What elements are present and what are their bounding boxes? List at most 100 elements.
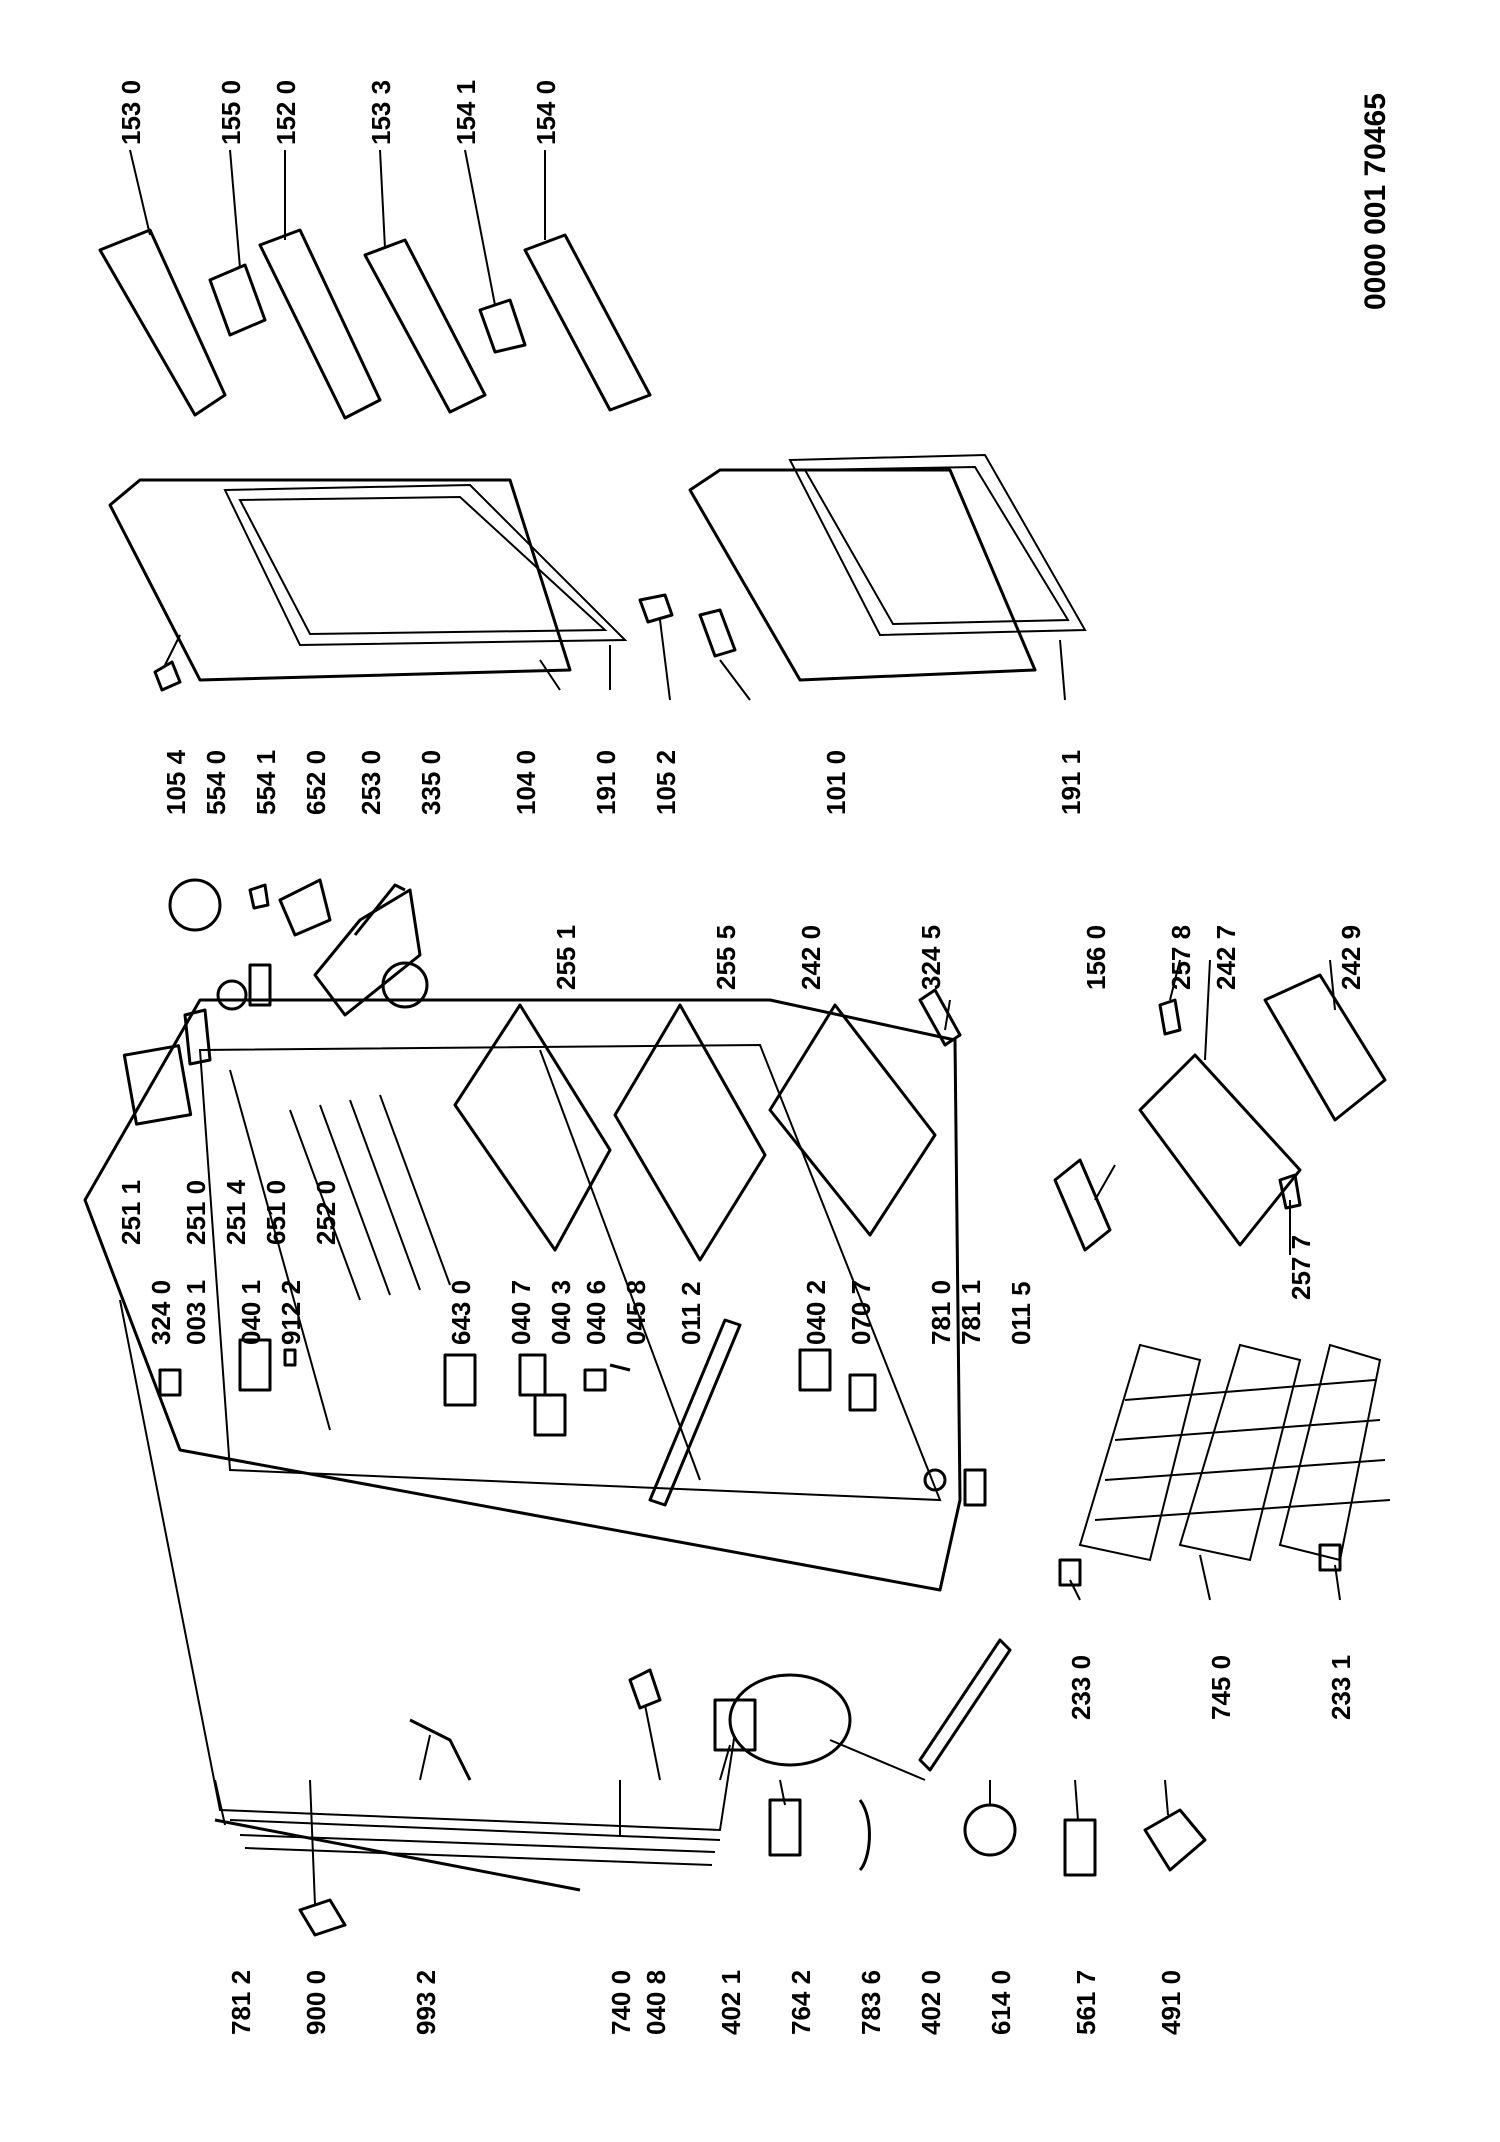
- door-bin-153-0: [98, 228, 227, 417]
- support-233-0: [1058, 1558, 1082, 1587]
- thermostat-651-0: [248, 963, 272, 1007]
- upper-door-inner-frame: [238, 495, 608, 636]
- support-233-1: [1318, 1543, 1342, 1572]
- label-040-7: 040 7: [506, 1280, 536, 1345]
- doors-group: [108, 453, 1087, 692]
- label-912-2: 912 2: [276, 1280, 306, 1345]
- lower-door-gasket-191-1: [788, 453, 1087, 637]
- shelves-group: [453, 973, 1387, 1262]
- part-040-1: [238, 1338, 272, 1392]
- label-781-2: 781 2: [226, 1970, 256, 2035]
- control-housing-252-0: [313, 888, 422, 1017]
- cabinet-shelf-lines: [289, 1094, 451, 1301]
- label-156-0: 156 0: [1081, 925, 1111, 990]
- label-257-7: 257 7: [1286, 1235, 1316, 1300]
- bulb-251-4: [216, 979, 248, 1011]
- switch-652-0: [278, 878, 332, 937]
- cover-491-0: [1143, 1808, 1207, 1872]
- cabinet-group: [83, 998, 1012, 1866]
- part-040-7: [518, 1353, 547, 1397]
- wire-shelf-2: [1178, 1343, 1302, 1562]
- egg-tray-155-0: [208, 263, 267, 337]
- rail-011-2: [648, 1318, 742, 1507]
- part-040-3: [533, 1393, 567, 1437]
- label-105-4: 105 4: [161, 749, 191, 815]
- control-group: [122, 878, 429, 1126]
- label-040-6: 040 6: [581, 1280, 611, 1345]
- part-781-0: [923, 1468, 947, 1492]
- label-154-1: 154 1: [451, 80, 481, 145]
- lower-door-101-0: [688, 468, 1037, 682]
- label-251-0: 251 0: [181, 1180, 211, 1245]
- small-parts-group: [158, 1338, 987, 1507]
- cable-253-0: [353, 883, 406, 936]
- label-040-8: 040 8: [641, 1970, 671, 2035]
- label-251-4: 251 4: [221, 1179, 251, 1245]
- label-242-7: 242 7: [1211, 925, 1241, 990]
- label-233-1: 233 1: [1326, 1655, 1356, 1720]
- label-252-0: 252 0: [311, 1180, 341, 1245]
- label-253-0: 253 0: [356, 750, 386, 815]
- upper-door-gasket-191-0: [223, 483, 628, 647]
- door-hinge-105-2a: [638, 593, 674, 624]
- label-101-0: 101 0: [821, 750, 851, 815]
- label-781-0: 781 0: [926, 1280, 956, 1345]
- label-993-2: 993 2: [411, 1970, 441, 2035]
- lower-door-inner-frame: [803, 465, 1070, 626]
- part-643-0: [443, 1353, 477, 1407]
- clamp-900-0: [298, 1898, 347, 1937]
- label-152-0: 152 0: [271, 80, 301, 145]
- label-242-0: 242 0: [796, 925, 826, 990]
- compressor-402-0: [728, 1673, 852, 1767]
- cabinet-front-frame: [198, 1043, 942, 1502]
- filter-764-2: [768, 1798, 802, 1857]
- door-bin-154-0: [523, 233, 652, 412]
- label-105-2: 105 2: [651, 750, 681, 815]
- rear-panel: [119, 1299, 741, 1832]
- bin-clip-154-1: [478, 298, 527, 354]
- door-bins-group: [98, 228, 652, 420]
- door-hinge-105-2b: [698, 608, 737, 658]
- label-764-2: 764 2: [786, 1970, 816, 2035]
- label-554-1: 554 1: [251, 750, 281, 815]
- bracket-554-1: [248, 883, 270, 910]
- drawer-flap-324-5: [918, 988, 962, 1047]
- relay-402-1: [713, 1698, 757, 1752]
- loose-parts-group: [214, 1798, 1207, 1937]
- part-912-2: [283, 1348, 297, 1367]
- part-781-1: [963, 1468, 987, 1507]
- freezer-drawer-242-7: [1138, 1053, 1302, 1247]
- label-900-0: 900 0: [301, 1970, 331, 2035]
- label-153-3: 153 3: [366, 80, 396, 145]
- label-324-0: 324 0: [146, 1280, 176, 1345]
- label-153-0: 153 0: [116, 80, 146, 145]
- cabinet-divider: [539, 1049, 701, 1481]
- sensor-993-2: [409, 1718, 472, 1781]
- door-bin-153-3: [363, 238, 487, 414]
- tray-040-8: [628, 1668, 662, 1710]
- label-191-0: 191 0: [591, 750, 621, 815]
- clip-257-7: [1278, 1173, 1302, 1210]
- wire-shelves-745-0: [1058, 1343, 1391, 1587]
- rail-011-5: [918, 1638, 1012, 1772]
- label-011-5: 011 5: [1006, 1281, 1036, 1345]
- label-402-1: 402 1: [716, 1970, 746, 2035]
- label-003-1: 003 1: [181, 1280, 211, 1345]
- label-040-3: 040 3: [546, 1280, 576, 1345]
- wire-shelf-1: [1078, 1343, 1202, 1562]
- valve-561-7: [1063, 1818, 1097, 1877]
- label-652-0: 652 0: [301, 750, 331, 815]
- timer-614-0: [963, 1803, 1017, 1857]
- part-040-6: [583, 1368, 607, 1392]
- pipe-781-2: [214, 1818, 581, 1892]
- ice-tray-156-0: [1053, 1158, 1112, 1252]
- label-070-7: 070 7: [846, 1280, 876, 1345]
- cabinet-mullion: [229, 1069, 331, 1431]
- label-561-7: 561 7: [1071, 1970, 1101, 2035]
- part-070-7: [848, 1373, 877, 1412]
- hose-783-6: [858, 1799, 871, 1872]
- upper-door-104-0: [108, 478, 572, 682]
- label-491-0: 491 0: [1156, 1970, 1186, 2035]
- shelf-255-1: [453, 1003, 612, 1252]
